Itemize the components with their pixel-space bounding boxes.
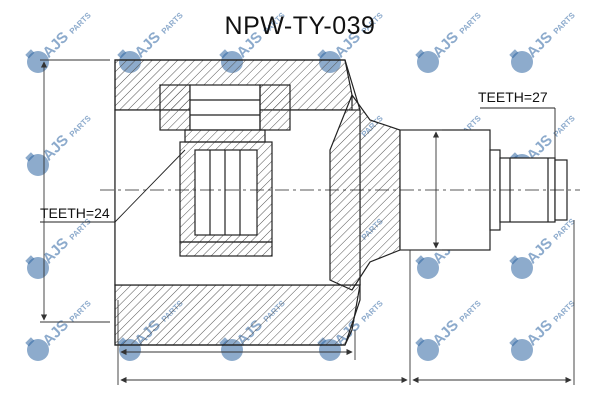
dimension-lines [40, 59, 575, 385]
teeth-left-label: TEETH=24 [40, 205, 110, 221]
part-code-title: NPW-TY-039 [224, 12, 376, 40]
tripod-spline [179, 141, 273, 257]
bearing-block [159, 84, 291, 143]
leader-lines [40, 107, 556, 223]
teeth-right-label: TEETH=27 [478, 89, 548, 105]
